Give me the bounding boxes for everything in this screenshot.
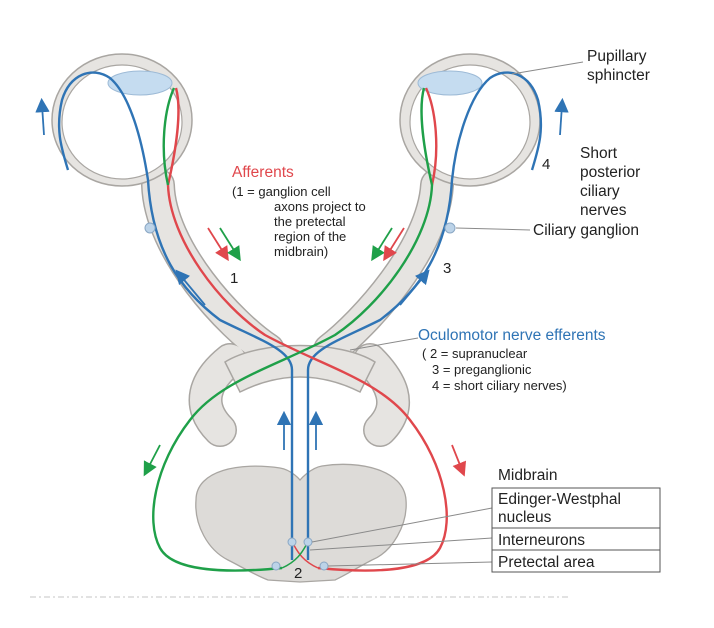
leader-efferents (349, 337, 419, 351)
midbrain-label-boxes (491, 487, 661, 573)
green-afferent-left-eye (162, 87, 176, 186)
leader-lines (309, 61, 584, 567)
labels: Pupillary sphincter Short posterior cili… (230, 48, 650, 582)
label-efferents-line3: 4 = short ciliary nerves) (432, 378, 567, 393)
label-efferents-line1: ( 2 = supranuclear (422, 346, 528, 361)
red-afferent-left-eye (166, 87, 448, 572)
label-interneurons: Interneurons (498, 532, 585, 549)
afferent-green-pathway (152, 87, 434, 572)
left-eye (51, 53, 193, 187)
label-afferents-line5: midbrain) (274, 244, 328, 259)
arrow-green-right-nerve (371, 227, 393, 262)
label-afferents-title: Afferents (232, 164, 294, 181)
optic-chiasm (224, 344, 376, 394)
red-afferent-right-eye (424, 87, 438, 186)
box-ew-nucleus (491, 487, 661, 531)
label-afferents-line1: (1 = ganglion cell (232, 184, 331, 199)
label-afferents-line4: region of the (274, 229, 346, 244)
left-ciliary-ganglion (144, 222, 156, 234)
marker-number-1: 1 (230, 270, 238, 287)
label-efferents-line2: 3 = preganglionic (432, 362, 532, 377)
label-ew-nucleus-2: nucleus (498, 509, 552, 526)
ganglia (144, 222, 456, 571)
optic-pathway (141, 168, 454, 447)
arrow-green-left-loop (143, 444, 161, 477)
efferent-pathways (57, 71, 543, 560)
arrow-green-left-nerve (219, 227, 241, 262)
label-efferents-title: Oculomotor nerve efferents (418, 327, 606, 344)
arrow-blue-right-eye (554, 97, 569, 136)
label-ew-nucleus-1: Edinger-Westphal (498, 491, 621, 508)
left-efferent-path (57, 71, 294, 560)
leader-ew-nucleus (311, 507, 493, 543)
label-short-posterior-3: ciliary (580, 183, 620, 200)
arrow-red-right-nerve (383, 227, 405, 262)
leader-interneurons (309, 537, 493, 551)
label-pretectal-area: Pretectal area (498, 554, 595, 571)
label-short-posterior-4: nerves (580, 202, 627, 219)
arrow-blue-left-eye (35, 97, 50, 136)
green-afferent-right-eye (152, 87, 434, 572)
label-midbrain: Midbrain (498, 467, 557, 484)
leader-ciliary-ganglion (455, 227, 531, 231)
left-eye-lens (107, 70, 173, 96)
direction-arrows (35, 97, 569, 477)
marker-number-4: 4 (542, 156, 550, 173)
label-afferents-line3: the pretectal (274, 214, 346, 229)
afferent-red-pathway (166, 87, 448, 572)
midbrain-section (195, 463, 407, 583)
label-ciliary-ganglion: Ciliary ganglion (533, 222, 639, 239)
arrow-blue-right-nerve (399, 269, 430, 306)
marker-number-3: 3 (443, 260, 451, 277)
arrow-blue-left-nerve (175, 269, 206, 306)
label-short-posterior-1: Short (580, 145, 618, 162)
right-pretectal-nucleus (319, 561, 329, 571)
label-pupillary-sphincter-2: sphincter (587, 67, 650, 84)
right-efferent-path (306, 71, 543, 560)
arrow-red-left-nerve (207, 227, 229, 262)
right-eye-lens (417, 70, 483, 96)
arrow-red-right-loop (451, 444, 467, 477)
leader-pupillary-sphincter (511, 61, 584, 75)
label-pupillary-sphincter-1: Pupillary (587, 48, 647, 65)
label-afferents-line2: axons project to (274, 199, 366, 214)
marker-number-2: 2 (294, 565, 302, 582)
right-ciliary-ganglion (444, 222, 456, 234)
left-pretectal-nucleus (271, 561, 281, 571)
optic-pathway-fill (142, 169, 453, 446)
box-pretectal-area (491, 549, 661, 573)
left-ew-nucleus (287, 537, 297, 547)
right-ew-nucleus (303, 537, 313, 547)
label-short-posterior-2: posterior (580, 164, 640, 181)
leader-pretectal-area (327, 561, 493, 567)
